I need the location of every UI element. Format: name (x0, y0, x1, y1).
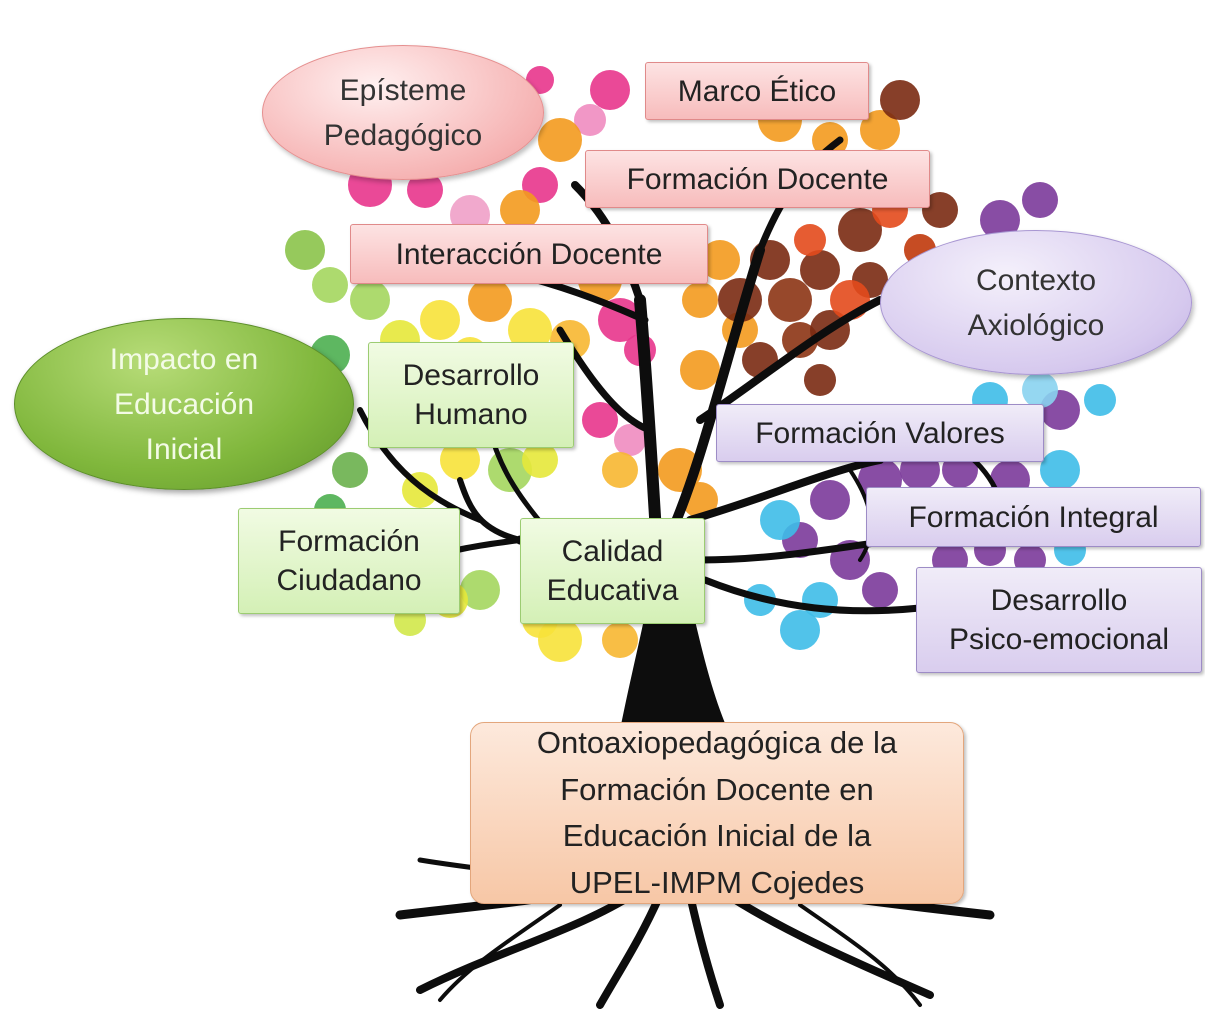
foliage-dot (614, 424, 646, 456)
foliage-dot (780, 610, 820, 650)
foliage-dot (800, 250, 840, 290)
foliage-dot (838, 208, 882, 252)
formacion-valores-label: Formación Valores (755, 416, 1005, 450)
ontoaxiopedagogica-root-box: Ontoaxiopedagógica de la Formación Docen… (470, 722, 964, 904)
foliage-dot (508, 308, 552, 352)
interaccion-docente-label: Interacción Docente (395, 237, 663, 271)
episteme-pedagogico-oval: Epísteme Pedagógico (262, 45, 544, 180)
formacion-integral-label: Formación Integral (908, 500, 1159, 534)
foliage-dot (574, 104, 606, 136)
formacion-docente-box: Formación Docente (585, 150, 930, 208)
foliage-dot (538, 118, 582, 162)
foliage-dot (1040, 450, 1080, 490)
foliage-dot (590, 70, 630, 110)
calidad-educativa-label: Calidad Educativa (546, 535, 679, 607)
foliage-dot (285, 230, 325, 270)
foliage-dot (420, 300, 460, 340)
foliage-dot (862, 572, 898, 608)
foliage-dot (440, 440, 480, 480)
foliage-dot (332, 452, 368, 488)
foliage-dot (407, 172, 443, 208)
foliage-dot (468, 278, 512, 322)
foliage-dot (860, 110, 900, 150)
branch (701, 576, 924, 615)
foliage-dot (522, 442, 558, 478)
marco-etico-label: Marco Ético (677, 74, 837, 108)
foliage-dot (794, 224, 826, 256)
foliage-dot (598, 298, 642, 342)
foliage-dot (1022, 182, 1058, 218)
foliage-dot (782, 322, 818, 358)
foliage-dot (460, 570, 500, 610)
foliage-dot (602, 622, 638, 658)
calidad-educativa-box: Calidad Educativa (520, 518, 705, 624)
desarrollo-humano-box: Desarrollo Humano (368, 342, 574, 448)
branch (686, 456, 884, 524)
foliage-dot (1084, 384, 1116, 416)
impacto-educacion-inicial-label: Impacto en Educación Inicial (109, 342, 259, 466)
desarrollo-psico-emocional-label: Desarrollo Psico-emocional (948, 584, 1170, 656)
formacion-ciudadano-label: Formación Ciudadano (276, 525, 422, 597)
formacion-docente-label: Formación Docente (626, 162, 889, 196)
interaccion-docente-box: Interacción Docente (350, 224, 708, 284)
foliage-dot (760, 500, 800, 540)
foliage-dot (602, 452, 638, 488)
foliage-dot (682, 282, 718, 318)
episteme-pedagogico-label: Epísteme Pedagógico (323, 73, 483, 152)
foliage-dot (680, 350, 720, 390)
tree-trunk (620, 600, 730, 735)
foliage-dot (812, 122, 848, 158)
formacion-valores-box: Formación Valores (716, 404, 1044, 462)
foliage-dot (582, 402, 618, 438)
foliage-dot (500, 190, 540, 230)
foliage-dot (922, 192, 958, 228)
formacion-integral-box: Formación Integral (866, 487, 1201, 547)
formacion-ciudadano-box: Formación Ciudadano (238, 508, 460, 614)
contexto-axiologico-label: Contexto Axiológico (967, 263, 1105, 342)
marco-etico-box: Marco Ético (645, 62, 869, 120)
ontoaxiopedagogica-root-label: Ontoaxiopedagógica de la Formación Docen… (536, 725, 898, 900)
foliage-dot (768, 278, 812, 322)
branch (663, 245, 765, 545)
foliage-dot (804, 364, 836, 396)
foliage-dot (350, 280, 390, 320)
foliage-dot (312, 267, 348, 303)
foliage-dot (880, 80, 920, 120)
contexto-axiologico-oval: Contexto Axiológico (880, 230, 1192, 375)
foliage-dot (810, 480, 850, 520)
foliage-dot (700, 240, 740, 280)
desarrollo-psico-emocional-box: Desarrollo Psico-emocional (916, 567, 1202, 673)
desarrollo-humano-label: Desarrollo Humano (402, 359, 540, 431)
foliage-dot (1022, 372, 1058, 408)
impacto-educacion-inicial-oval: Impacto en Educación Inicial (14, 318, 354, 490)
